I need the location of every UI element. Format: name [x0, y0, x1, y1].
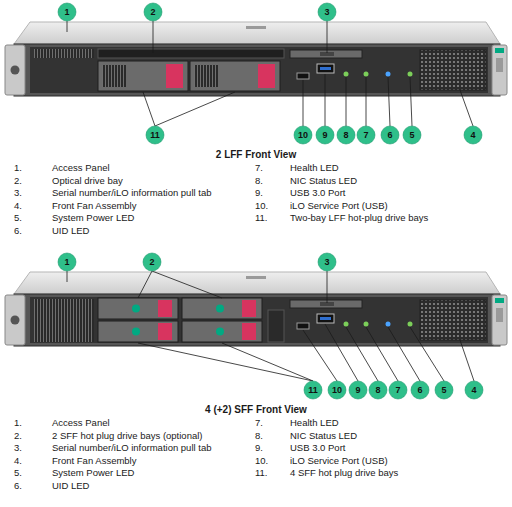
callout-number: 5: [409, 130, 414, 140]
callout-number: 8: [375, 385, 380, 395]
part-name: NIC Status LED: [290, 176, 357, 187]
callout-number: 5: [441, 385, 446, 395]
callout-number: 9: [355, 385, 360, 395]
list-number: 7.: [255, 418, 263, 429]
callout-number: 11: [308, 385, 318, 395]
list-number: 10.: [255, 201, 268, 212]
list-number: 10.: [255, 456, 268, 467]
callout-number: 11: [150, 130, 160, 140]
sff-drive: [98, 298, 178, 319]
lff-server-front: [5, 22, 507, 96]
part-name: Optical drive bay: [52, 176, 123, 187]
callout-number: 1: [64, 7, 69, 17]
list-number: 8.: [255, 176, 263, 187]
callout-number: 10: [332, 385, 342, 395]
optical-drive-bay: [98, 49, 284, 58]
part-name: Serial number/iLO information pull tab: [52, 188, 211, 199]
sff-drive: [182, 298, 262, 319]
list-number: 6.: [14, 481, 22, 492]
part-name: USB 3.0 Port: [290, 188, 345, 199]
front-vent: [34, 49, 94, 58]
list-number: 5.: [14, 468, 22, 479]
part-name: Access Panel: [52, 163, 110, 174]
list-number: 11.: [255, 213, 268, 224]
list-number: 3.: [14, 443, 22, 454]
part-name: Front Fan Assembly: [52, 456, 136, 467]
callout-number: 9: [322, 130, 327, 140]
callout-number: 4: [471, 385, 476, 395]
part-name: Health LED: [290, 163, 339, 174]
server-chassis: [5, 22, 507, 96]
callout-number: 6: [387, 130, 392, 140]
callout-number: 10: [298, 130, 308, 140]
callout-number: 7: [395, 385, 400, 395]
callout-number: 7: [363, 130, 368, 140]
callout-number: 1: [64, 257, 69, 267]
part-name: Health LED: [290, 418, 339, 429]
view-caption: 2 LFF Front View: [216, 149, 296, 161]
callout-number: 4: [470, 130, 475, 140]
callout-number: 8: [343, 130, 348, 140]
part-name: USB 3.0 Port: [290, 443, 345, 454]
list-number: 7.: [255, 163, 263, 174]
part-name: UID LED: [52, 481, 89, 492]
sff-server-front: [5, 272, 507, 346]
list-number: 5.: [14, 213, 22, 224]
part-name: Access Panel: [52, 418, 110, 429]
list-number: 2.: [14, 176, 22, 187]
list-number: 9.: [255, 443, 263, 454]
part-name: System Power LED: [52, 468, 134, 479]
list-number: 8.: [255, 431, 263, 442]
front-vent: [34, 299, 94, 342]
part-name: System Power LED: [52, 213, 134, 224]
callout-number: 3: [324, 257, 329, 267]
list-number: 1.: [14, 418, 22, 429]
list-number: 11.: [255, 468, 268, 479]
part-name: Two-bay LFF hot-plug drive bays: [290, 213, 428, 224]
list-number: 3.: [14, 188, 22, 199]
part-name: Serial number/iLO information pull tab: [52, 443, 211, 454]
part-name: 2 SFF hot plug drive bays (optional): [52, 431, 203, 442]
lff-drive: [98, 61, 188, 91]
sff-drive: [182, 321, 262, 342]
part-name: NIC Status LED: [290, 431, 357, 442]
part-name: 4 SFF hot plug drive bays: [290, 468, 398, 479]
server-chassis: [5, 272, 507, 346]
sff-drive: [98, 321, 178, 342]
lff-drive: [190, 61, 280, 91]
list-number: 1.: [14, 163, 22, 174]
part-name: UID LED: [52, 226, 89, 237]
part-name: Front Fan Assembly: [52, 201, 136, 212]
drive-cage: [268, 310, 284, 342]
part-name: iLO Service Port (USB): [290, 201, 388, 212]
list-number: 9.: [255, 188, 263, 199]
callout-number: 6: [417, 385, 422, 395]
callout-number: 2: [150, 7, 155, 17]
list-number: 6.: [14, 226, 22, 237]
list-number: 4.: [14, 456, 22, 467]
view-caption: 4 (+2) SFF Front View: [205, 404, 307, 416]
callout-number: 2: [149, 257, 154, 267]
part-name: iLO Service Port (USB): [290, 456, 388, 467]
list-number: 4.: [14, 201, 22, 212]
list-number: 2.: [14, 431, 22, 442]
callout-number: 3: [324, 7, 329, 17]
